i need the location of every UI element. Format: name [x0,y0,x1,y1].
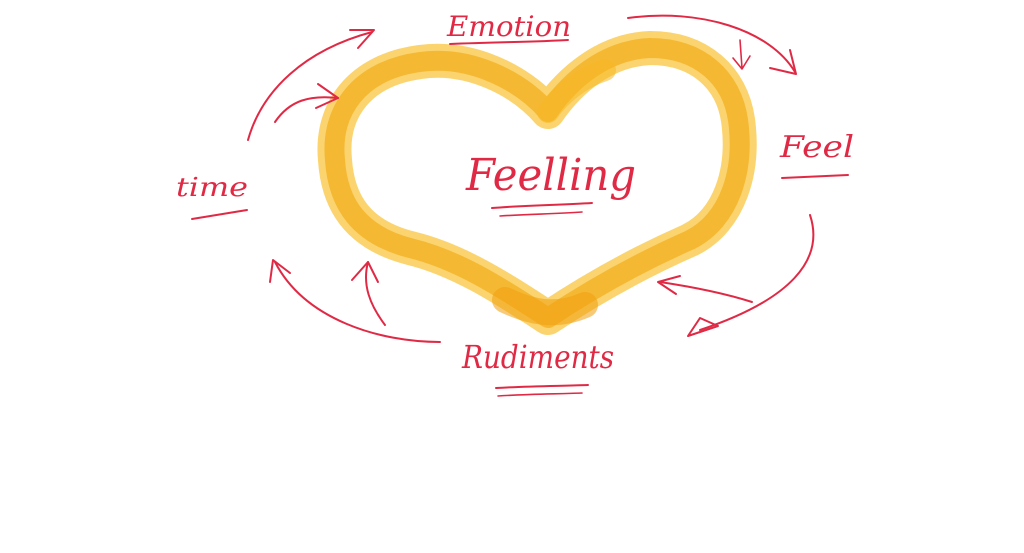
arrow-rudiments-to-time [269,259,441,343]
label-top: Emotion [446,10,571,43]
heart-shape [317,31,757,335]
label-bottom: Rudiments [461,338,614,376]
label-bottom-underline-2 [497,392,583,397]
center-label-underline [491,202,593,209]
center-label-underline-2 [499,211,583,217]
arrow-down-small-icon [732,39,751,70]
label-top-underline [449,39,569,45]
center-label: Feelling [465,150,636,201]
label-left-underline [191,209,248,220]
label-left: time [176,173,248,203]
label-bottom-underline [495,384,589,389]
arrow-time-to-emotion [247,29,375,141]
label-right: Feel [779,130,854,165]
arrow-emotion-to-feel [627,14,797,75]
label-right-underline [781,174,849,179]
arrow-feel-to-rudiments [657,214,815,337]
